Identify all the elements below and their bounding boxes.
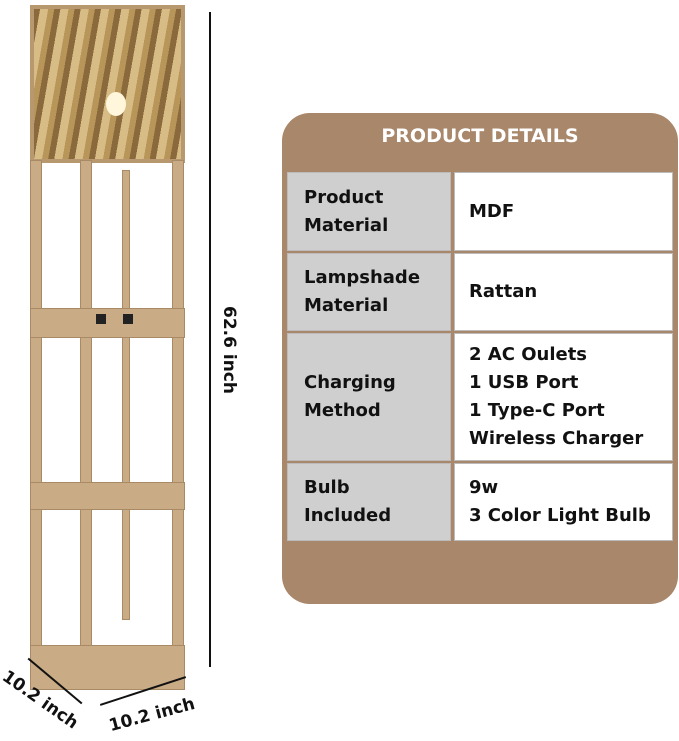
bulb-icon	[106, 92, 126, 116]
table-title: PRODUCT DETAILS	[381, 125, 579, 147]
frame-post	[172, 160, 184, 670]
width-label: 10.2 inch	[106, 693, 198, 737]
row-value: MDF	[454, 172, 673, 251]
outlet-icon	[123, 314, 133, 324]
frame-post	[80, 160, 92, 690]
charging-shelf	[30, 308, 185, 338]
height-arrow	[209, 12, 211, 667]
frame-post	[30, 160, 42, 690]
row-value: Rattan	[454, 253, 673, 331]
height-label: 62.6 inch	[218, 306, 239, 394]
frame-post	[122, 170, 130, 620]
outlet-icon	[96, 314, 106, 324]
shelf	[30, 482, 185, 510]
lampshade	[30, 5, 185, 163]
